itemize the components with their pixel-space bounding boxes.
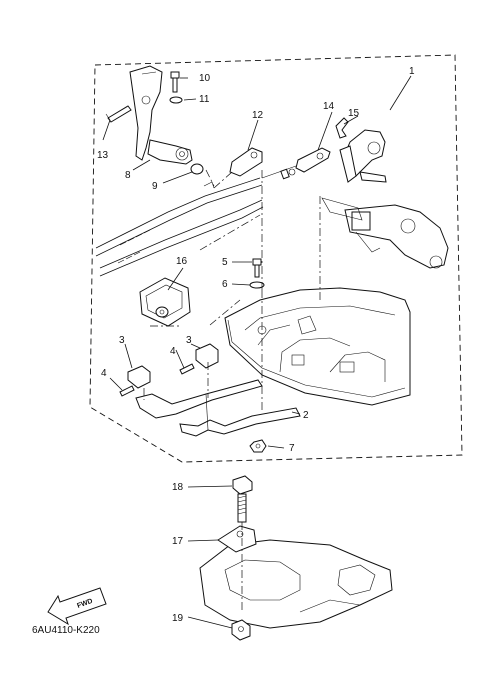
part-number-13: 13 xyxy=(97,150,109,161)
pin-13 xyxy=(107,105,132,123)
part-number-8: 8 xyxy=(125,170,131,181)
part-number-6: 6 xyxy=(222,279,228,290)
alignment-lines xyxy=(143,169,321,612)
part-number-9: 9 xyxy=(152,181,158,192)
bolt-5 xyxy=(252,258,262,278)
part-number-2: 2 xyxy=(303,410,309,421)
part-number-12: 12 xyxy=(252,110,264,121)
part-number-15: 15 xyxy=(348,108,360,119)
drawing-code: 6AU4110-K220 xyxy=(32,625,100,636)
cable-joint-12 xyxy=(229,147,263,177)
nut-7 xyxy=(249,439,267,453)
carburetor-linkage xyxy=(339,129,387,183)
part-number-3a: 3 xyxy=(119,335,125,346)
part-number-7: 7 xyxy=(289,443,295,454)
part-number-14: 14 xyxy=(323,101,335,112)
assembly-outline xyxy=(89,54,463,463)
part-number-1: 1 xyxy=(409,66,415,77)
bolt-18 xyxy=(232,475,253,523)
part-number-5: 5 xyxy=(222,257,228,268)
part-number-11: 11 xyxy=(199,94,210,105)
part-number-16: 16 xyxy=(176,256,188,267)
part-number-19: 19 xyxy=(172,613,184,624)
part-number-10: 10 xyxy=(199,73,211,84)
part-number-3b: 3 xyxy=(186,335,192,346)
mount-plate xyxy=(199,539,393,629)
shift-shaft-assembly xyxy=(321,197,449,269)
leader-lines xyxy=(102,75,412,629)
clip-15 xyxy=(335,117,349,139)
control-cables xyxy=(95,177,264,277)
part-number-4a: 4 xyxy=(170,346,176,357)
fwd-arrow-icon xyxy=(47,587,107,626)
clamp-3a xyxy=(127,365,151,389)
control-lever-8 xyxy=(129,65,193,165)
bracket-2 xyxy=(135,379,301,437)
bolt-10 xyxy=(170,71,180,93)
part-number-17: 17 xyxy=(172,536,184,547)
nut-19 xyxy=(231,619,251,641)
screw-4a xyxy=(119,385,135,397)
part-number-18: 18 xyxy=(172,482,184,493)
washer-11 xyxy=(169,96,183,104)
grommet-16 xyxy=(139,277,191,327)
cable-nut-washer xyxy=(261,165,297,180)
plate-17 xyxy=(217,525,257,553)
screw-4b xyxy=(179,363,195,375)
link-rod-end-14 xyxy=(295,147,331,173)
clamp-3b xyxy=(195,343,219,369)
part-number-4b: 4 xyxy=(101,368,107,379)
ring-9 xyxy=(190,163,204,175)
